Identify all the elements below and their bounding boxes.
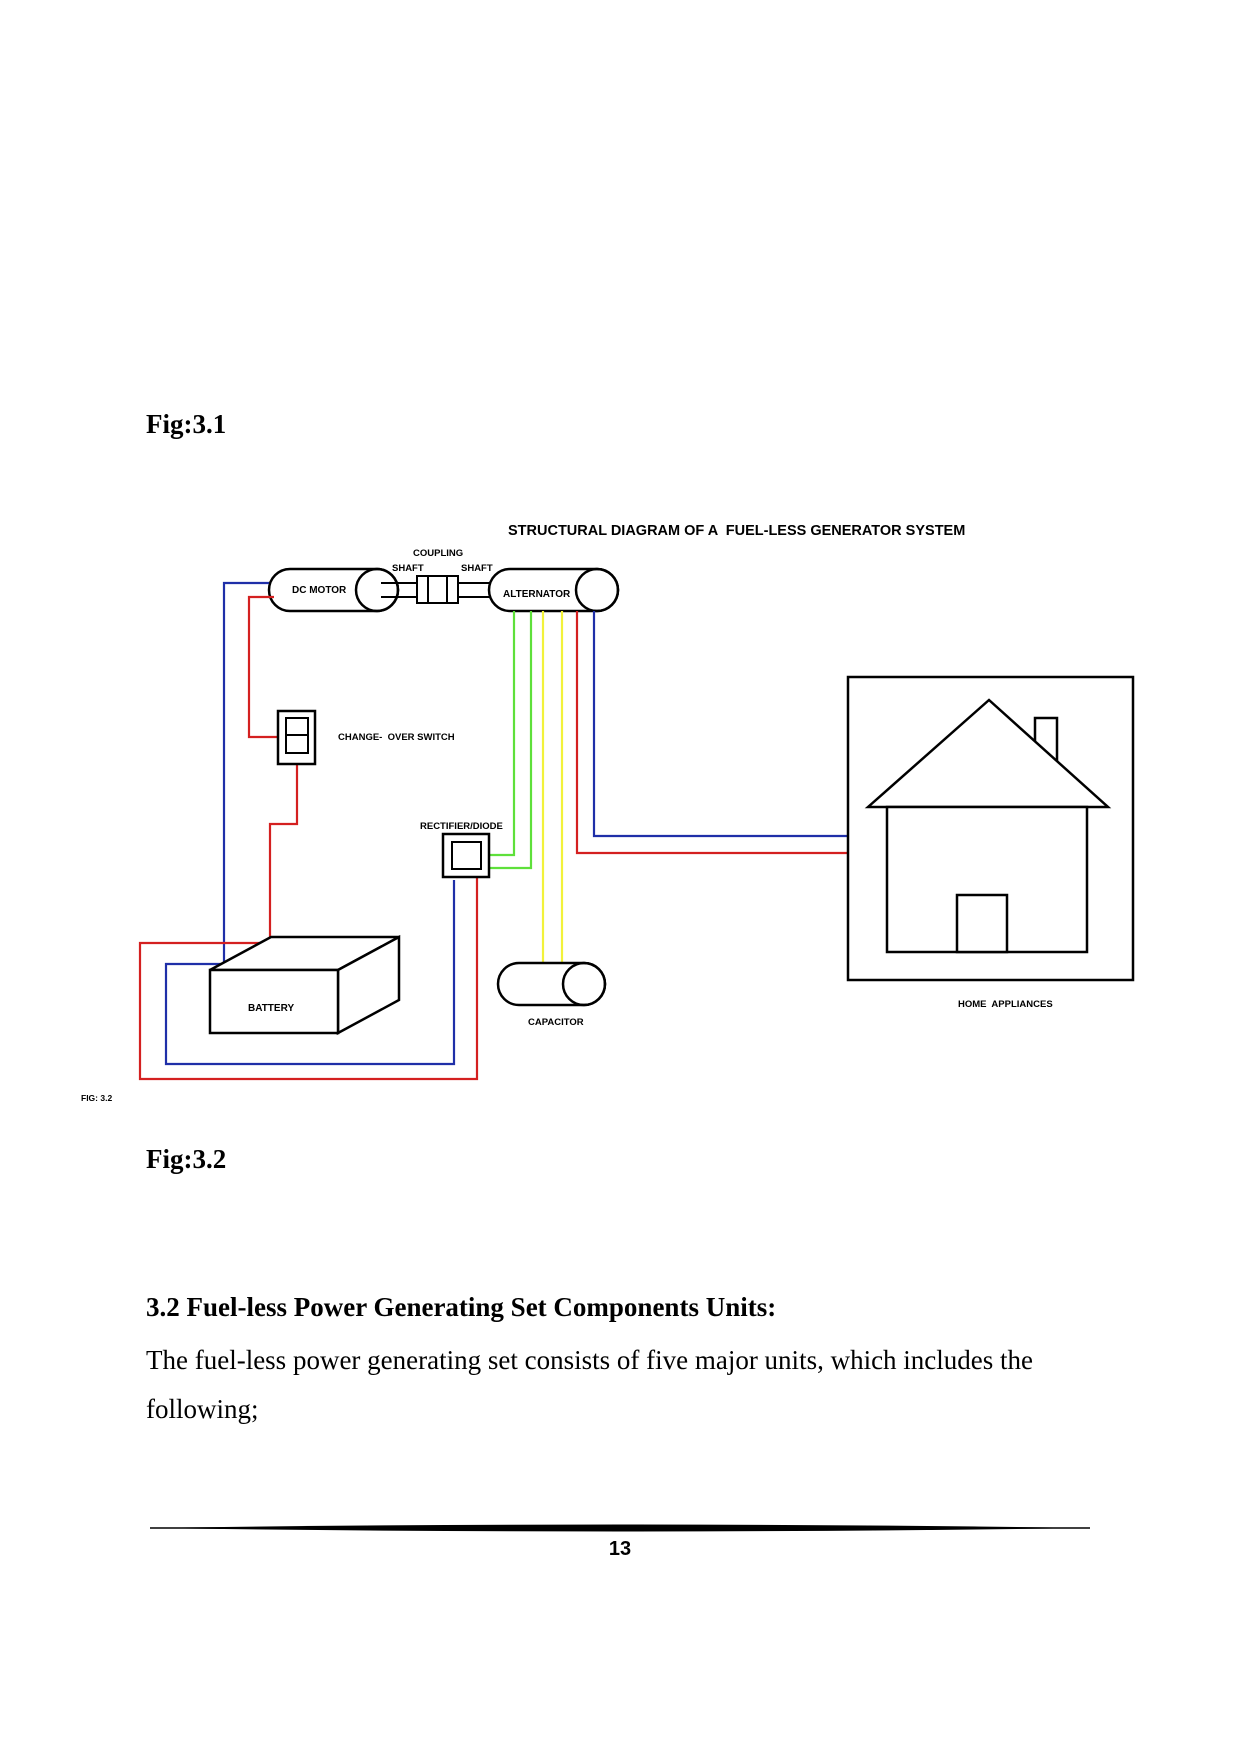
coupling-label: COUPLING bbox=[413, 548, 463, 559]
footer-rule bbox=[150, 1524, 1090, 1532]
battery: BATTERY bbox=[208, 934, 401, 1036]
home-appliances-label: HOME APPLIANCES bbox=[958, 999, 1053, 1010]
dc-motor-label: DC MOTOR bbox=[292, 585, 347, 596]
shaft-right-label: SHAFT bbox=[461, 563, 493, 574]
wires bbox=[138, 581, 888, 1081]
shaft-left-label: SHAFT bbox=[392, 563, 424, 574]
battery-label: BATTERY bbox=[248, 1003, 294, 1014]
alternator: ALTERNATOR bbox=[487, 567, 620, 613]
capacitor-label: CAPACITOR bbox=[528, 1017, 584, 1028]
changeover-switch-label: CHANGE- OVER SWITCH bbox=[338, 732, 455, 743]
section-body: The fuel-less power generating set consi… bbox=[146, 1345, 1034, 1424]
alternator-label: ALTERNATOR bbox=[503, 589, 571, 600]
diagram-title: STRUCTURAL DIAGRAM OF A FUEL-LESS GENERA… bbox=[508, 523, 965, 539]
page-number: 13 bbox=[608, 1538, 632, 1560]
figure-caption-3-1: Fig:3.1 bbox=[146, 409, 227, 439]
fig-tag: FIG: 3.2 bbox=[81, 1093, 112, 1103]
rectifier-diode: RECTIFIER/DIODE bbox=[420, 821, 503, 879]
changeover-switch: CHANGE- OVER SWITCH bbox=[276, 709, 455, 766]
section-heading: 3.2 Fuel-less Power Generating Set Compo… bbox=[146, 1292, 777, 1322]
fuel-less-generator-diagram: STRUCTURAL DIAGRAM OF A FUEL-LESS GENERA… bbox=[81, 523, 1135, 1103]
dc-motor: DC MOTOR bbox=[267, 567, 400, 613]
capacitor: CAPACITOR bbox=[496, 961, 607, 1028]
home-appliances: HOME APPLIANCES bbox=[846, 675, 1135, 1010]
rectifier-label: RECTIFIER/DIODE bbox=[420, 821, 503, 832]
figure-caption-3-2: Fig:3.2 bbox=[146, 1144, 227, 1174]
coupling bbox=[416, 575, 459, 604]
